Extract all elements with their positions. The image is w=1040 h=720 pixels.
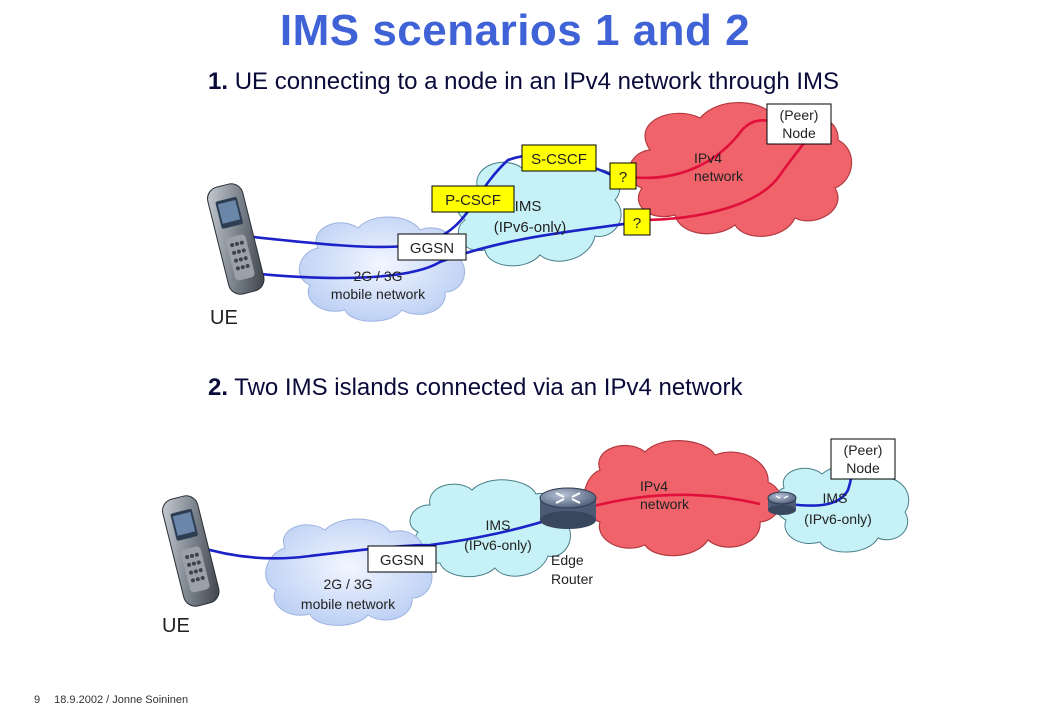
s2-edge-router-line1: Edge <box>551 552 584 568</box>
scenario-1-heading: 1. UE connecting to a node in an IPv4 ne… <box>208 68 839 96</box>
scenario-1-heading-text: UE connecting to a node in an IPv4 netwo… <box>234 68 840 95</box>
s2-mobile-cloud-line2: mobile network <box>301 596 396 612</box>
s1-ipv4-cloud-line1: IPv4 <box>694 150 722 166</box>
s1-ims-cloud-line1: IMS <box>515 198 542 215</box>
s2-ims-left-cloud-line1: IMS <box>486 517 511 533</box>
s1-peer-node-line2: Node <box>782 125 816 141</box>
s1-pcscf-box <box>431 185 515 213</box>
footer: 9 18.9.2002 / Jonne Soininen <box>34 694 188 706</box>
s1-mobile-cloud-line1: 2G / 3G <box>353 268 402 284</box>
s1-scscf-box <box>521 144 597 172</box>
scenario-2-heading-text: Two IMS islands connected via an IPv4 ne… <box>234 374 743 401</box>
s2-ims-right-cloud-line1: IMS <box>823 490 848 506</box>
scenario-2-number: 2. <box>208 374 229 401</box>
s1-ue-label: UE <box>210 307 238 329</box>
s1-ggsn-box <box>397 233 467 261</box>
s1-ue-phone-icon <box>207 183 265 295</box>
s2-edge-router-right-icon <box>767 491 797 515</box>
s1-translator-bottom-label: ? <box>633 215 641 232</box>
s2-ipv4-cloud-line1: IPv4 <box>640 478 668 494</box>
page-number: 9 <box>34 694 41 706</box>
s1-ggsn-label: GGSN <box>410 240 454 257</box>
page-title: IMS scenarios 1 and 2 <box>279 6 751 55</box>
s2-edge-router-line2: Router <box>551 571 593 587</box>
s2-ipv4-cloud-line2: network <box>640 496 690 512</box>
s1-mobile-cloud-line2: mobile network <box>331 286 426 302</box>
s2-edge-router-icon <box>539 487 597 529</box>
footer-date-author: 18.9.2002 / Jonne Soininen <box>54 694 189 706</box>
s2-ue-label: UE <box>162 615 190 637</box>
s1-ims-cloud-line2: (IPv6-only) <box>494 219 567 236</box>
s2-ue-phone-icon <box>162 495 220 607</box>
s1-translator-bottom-box <box>623 208 651 236</box>
scenario-2-heading: 2. Two IMS islands connected via an IPv4… <box>208 374 743 402</box>
s1-peer-node-box <box>766 103 832 145</box>
scenario-1-number: 1. <box>208 68 229 95</box>
s2-mobile-cloud-line1: 2G / 3G <box>323 576 372 592</box>
s1-ipv6-link-lower <box>239 220 637 280</box>
s1-scscf-label: S-CSCF <box>531 151 587 168</box>
s2-peer-node-line2: Node <box>846 460 880 476</box>
s1-translator-top-label: ? <box>619 169 627 186</box>
s2-ims-left-cloud-line2: (IPv6-only) <box>464 537 532 553</box>
s1-pcscf-label: P-CSCF <box>445 192 501 209</box>
s2-peer-node-line1: (Peer) <box>844 442 883 458</box>
s2-ipv4-link <box>579 493 761 512</box>
s1-ipv4-cloud-line2: network <box>694 168 744 184</box>
s1-translator-top-box <box>609 162 637 190</box>
s2-peer-node-box <box>830 438 896 480</box>
s2-ims-right-cloud-line2: (IPv6-only) <box>804 511 872 527</box>
s2-ggsn-label: GGSN <box>380 552 424 569</box>
s2-ims-right-cloud <box>774 464 910 553</box>
s1-peer-node-line1: (Peer) <box>780 107 819 123</box>
s2-ipv4-cloud <box>583 440 782 557</box>
s2-ggsn-box <box>367 545 437 573</box>
